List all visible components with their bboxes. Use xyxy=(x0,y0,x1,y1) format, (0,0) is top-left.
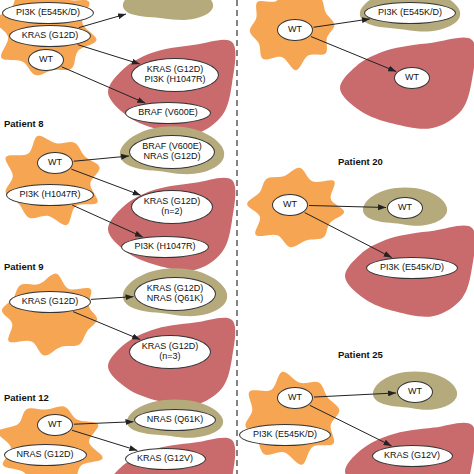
mutation-text: WT xyxy=(288,393,302,403)
primary-tumor-shape xyxy=(250,0,335,70)
mutation-text: KRAS (G12D) xyxy=(22,297,79,307)
mutation-text: KRAS (G12D) xyxy=(147,284,204,294)
mutation-oval: KRAS (G12D) xyxy=(9,25,91,47)
mutation-text: WT xyxy=(398,203,412,213)
mutation-text: PI3K (H1047R) xyxy=(144,75,205,85)
patient-label: Patient 25 xyxy=(338,350,383,360)
liver-shape xyxy=(340,38,474,129)
lymph-node-shape xyxy=(123,0,213,20)
mutation-oval: KRAS (G12D)NRAS (Q61K) xyxy=(134,277,216,311)
mutation-oval: PI3K (E545K/D) xyxy=(239,424,331,446)
primary-tumor-shape xyxy=(5,136,99,226)
mutation-text: WT xyxy=(39,55,53,65)
lymph-node-shape xyxy=(127,399,223,437)
mutation-oval: WT xyxy=(277,19,313,41)
mutation-oval: NRAS (Q61K) xyxy=(134,409,216,431)
mutation-oval: WT xyxy=(387,197,423,219)
mutation-oval: WT xyxy=(37,414,73,436)
primary-tumor-shape xyxy=(0,406,103,474)
patient-label: Patient 12 xyxy=(4,393,49,403)
patient-label: Patient 9 xyxy=(4,262,44,272)
mutation-text: WT xyxy=(288,25,302,35)
mutation-text: NRAS (Q61K) xyxy=(147,415,204,425)
mutation-text: PI3K (E545K/D) xyxy=(253,430,317,440)
mutation-oval: BRAF (V600E)NRAS (G12D) xyxy=(129,135,215,169)
lymph-node-shape xyxy=(363,187,447,225)
mutation-oval: KRAS (G12V) xyxy=(372,445,453,467)
mutation-oval: KRAS (G12D)(n=3) xyxy=(129,335,211,369)
metastasis-arrow xyxy=(314,393,396,397)
metastasis-arrow xyxy=(311,37,396,72)
mutation-text: PI3K (E545K/D) xyxy=(16,8,80,18)
mutation-text: WT xyxy=(408,387,422,397)
metastasis-arrow xyxy=(91,297,134,300)
mutation-text: KRAS (G12V) xyxy=(137,454,193,464)
mutation-text: (n=3) xyxy=(159,352,180,362)
metastasis-arrow xyxy=(305,213,392,258)
primary-tumor-shape xyxy=(0,0,97,75)
mutation-text: NRAS (G12D) xyxy=(143,152,200,162)
mutation-text: PI3K (H1047R) xyxy=(19,190,80,200)
mutation-text: WT xyxy=(283,200,297,210)
mutation-oval: WT xyxy=(397,381,433,403)
mutation-text: KRAS (G12D) xyxy=(147,65,204,75)
mutation-oval: KRAS (G12D)(n=2) xyxy=(131,190,213,224)
mutation-oval: WT xyxy=(28,49,64,71)
mutation-oval: KRAS (G12D)PI3K (H1047R) xyxy=(131,58,219,92)
metastasis-arrow xyxy=(309,205,386,207)
liver-shape xyxy=(345,423,474,474)
mutation-oval: WT xyxy=(394,67,430,89)
mutation-text: KRAS (G12V) xyxy=(384,451,440,461)
mutation-oval: KRAS (G12V) xyxy=(125,448,206,470)
primary-tumor-shape xyxy=(2,274,97,356)
mutation-oval: PI3K (H1047R) xyxy=(121,236,209,258)
mutation-text: (n=2) xyxy=(161,207,182,217)
metastasis-arrow xyxy=(72,430,137,450)
metastasis-arrow xyxy=(313,19,369,27)
metastasis-arrow xyxy=(74,422,134,424)
lymph-node-shape xyxy=(123,268,227,316)
mutation-oval: BRAF (V600E) xyxy=(125,102,211,124)
metastasis-arrow xyxy=(78,45,140,64)
panel-divider xyxy=(236,0,237,474)
lymph-node-shape xyxy=(373,371,457,409)
mutation-text: BRAF (V600E) xyxy=(138,108,198,118)
mutation-text: PI3K (E545K/D) xyxy=(378,8,442,18)
liver-shape xyxy=(108,318,235,406)
metastasis-arrow xyxy=(73,312,140,340)
mutation-text: WT xyxy=(48,158,62,168)
metastasis-arrow xyxy=(74,156,129,161)
lymph-node-shape xyxy=(120,126,224,174)
primary-tumor-shape xyxy=(245,372,339,465)
mutation-oval: WT xyxy=(37,152,73,174)
liver-shape xyxy=(108,40,235,135)
patient-label: Patient 20 xyxy=(338,157,383,167)
mutation-text: WT xyxy=(405,73,419,83)
mutation-oval: PI3K (E545K/D) xyxy=(366,257,458,279)
mutation-oval: WT xyxy=(277,387,313,409)
mutation-oval: PI3K (E545K/D) xyxy=(2,2,94,24)
mutation-oval: KRAS (G12D) xyxy=(9,291,91,313)
mutation-text: KRAS (G12D) xyxy=(144,197,201,207)
lymph-node-shape xyxy=(360,0,460,31)
mutation-oval: NRAS (G12D) xyxy=(4,444,87,466)
liver-shape xyxy=(108,178,235,271)
mutation-text: PI3K (E545K/D) xyxy=(380,263,444,273)
liver-shape xyxy=(345,226,474,317)
mutation-oval: PI3K (H1047R) xyxy=(6,184,94,206)
mutation-oval: WT xyxy=(272,194,308,216)
mutation-text: KRAS (G12D) xyxy=(142,342,199,352)
liver-shape xyxy=(108,438,235,474)
mutation-text: PI3K (H1047R) xyxy=(134,242,195,252)
mutation-text: NRAS (G12D) xyxy=(16,450,73,460)
mutation-text: WT xyxy=(48,420,62,430)
mutation-oval: PI3K (E545K/D) xyxy=(364,2,456,24)
mutation-text: KRAS (G12D) xyxy=(22,31,79,41)
mutation-text: NRAS (Q61K) xyxy=(147,294,204,304)
patient-label: Patient 8 xyxy=(4,119,44,129)
primary-tumor-shape xyxy=(247,168,344,248)
mutation-text: BRAF (V600E) xyxy=(142,142,202,152)
